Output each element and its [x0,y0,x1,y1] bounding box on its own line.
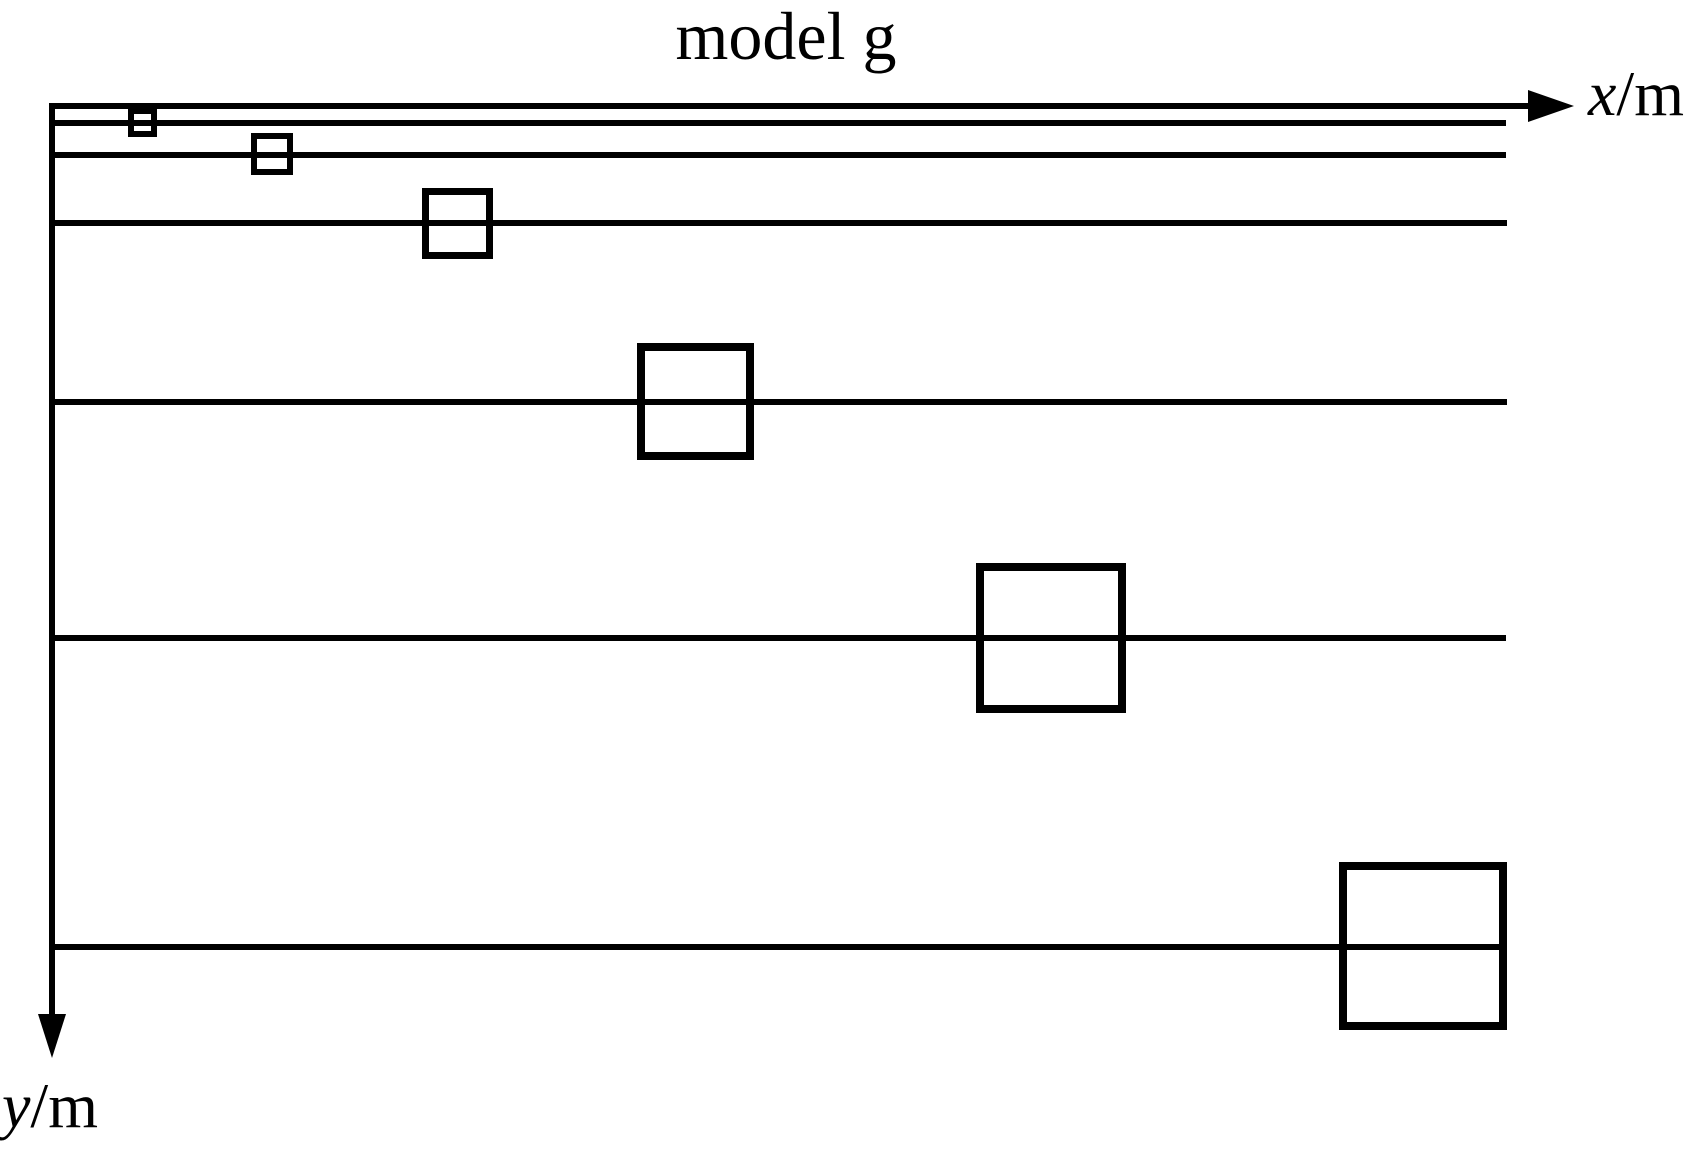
y-axis-unit: /m [30,1070,98,1141]
position-line [49,635,1506,641]
x-axis-arrow-icon [1528,90,1574,122]
x-axis-unit: /m [1616,58,1684,129]
y-axis-label: y/m [2,1074,98,1138]
object-square [127,107,157,137]
position-line [49,399,1507,405]
position-line [49,220,1507,226]
object-square [976,563,1126,713]
object-square [251,133,293,175]
position-line [49,944,1507,950]
x-axis-line [49,103,1528,109]
object-square [636,342,754,460]
object-square [421,187,493,259]
y-axis-variable: y [2,1070,31,1141]
y-axis-line [49,103,55,1014]
figure-title: model g [675,0,897,74]
x-axis-label: x/m [1588,62,1684,126]
y-axis-arrow-icon [38,1014,66,1058]
object-square [1339,862,1507,1030]
position-line [49,120,1506,126]
position-line [49,152,1506,158]
x-axis-variable: x [1588,58,1617,129]
